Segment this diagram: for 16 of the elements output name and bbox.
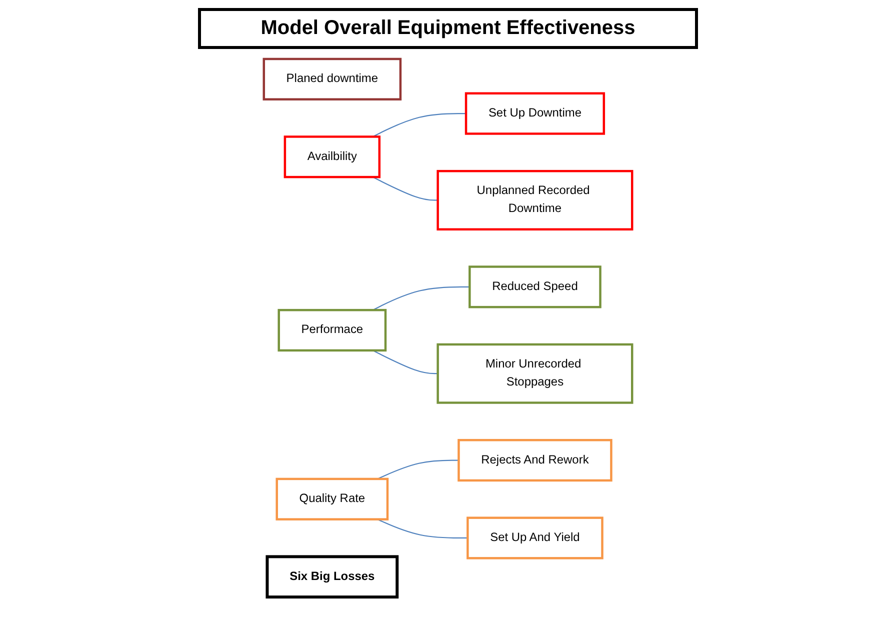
node-box: Availbility [284, 136, 381, 178]
node-box: Set Up Downtime [464, 92, 606, 135]
diagram-title: Model Overall Equipment Effectiveness [198, 8, 698, 49]
connector [377, 518, 468, 539]
node-box: Rejects And Rework [458, 438, 612, 482]
node-box: Six Big Losses [266, 555, 399, 599]
connector [372, 350, 438, 374]
node-box: Planed downtime [262, 58, 402, 100]
node-box: Set Up And Yield [466, 516, 604, 560]
connector [372, 286, 470, 311]
node-box: Performace [278, 308, 387, 352]
node-box: Minor Unrecorded Stoppages [436, 343, 634, 404]
node-box: Unplanned Recorded Downtime [436, 170, 634, 230]
node-box: Reduced Speed [468, 266, 602, 308]
connector [372, 112, 466, 138]
node-box: Quality Rate [276, 478, 389, 520]
